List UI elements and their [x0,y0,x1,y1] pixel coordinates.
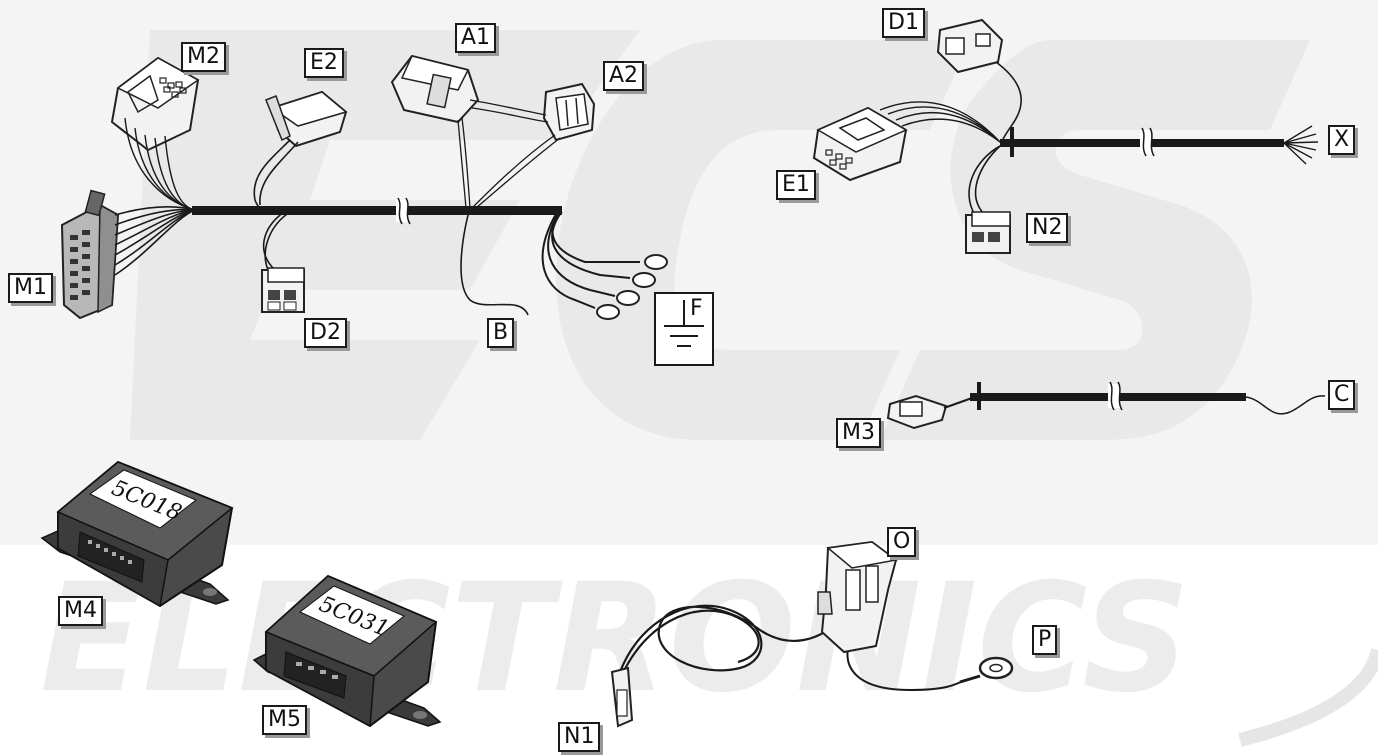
label-o: O [887,527,917,557]
connector-d1 [936,18,1004,74]
ground-symbol [654,292,714,366]
label-a1: A1 [455,23,497,53]
x-harness [812,18,1319,254]
label-e1: E1 [776,170,816,200]
label-n1: N1 [558,722,601,752]
connector-m2 [110,56,200,152]
connector-e1 [812,106,908,182]
harness-trunk [192,197,562,225]
connector-a2 [542,82,596,142]
label-c: C [1328,380,1356,410]
module-m5: 5C031 [252,574,442,728]
m3-harness [886,381,1326,430]
label-f: F [690,296,703,321]
connector-n2 [965,211,1011,254]
label-b: B [487,318,515,348]
label-a2: A2 [603,61,645,91]
label-m1: M1 [8,273,53,303]
label-n2: N2 [1026,213,1069,243]
label-m3: M3 [836,418,881,448]
wire-b [460,214,529,316]
label-m4: M4 [58,596,103,626]
watermark-letter-s [880,40,1310,440]
main-harness [60,54,714,366]
sensor-cable [610,540,1014,728]
label-m2: M2 [181,42,226,72]
module-m4: 5C018 [40,460,234,608]
label-m5: M5 [262,705,307,735]
label-x: X [1328,125,1356,155]
watermark-letter-e [130,30,640,440]
label-e2: E2 [304,48,344,78]
connector-e2 [265,90,348,148]
connector-d2 [261,267,305,313]
connector-m1 [60,189,120,320]
label-d2: D2 [304,318,347,348]
connector-a1 [390,54,480,124]
ground-rings [541,211,668,320]
label-d1: D1 [882,8,925,38]
label-p: P [1032,625,1058,655]
